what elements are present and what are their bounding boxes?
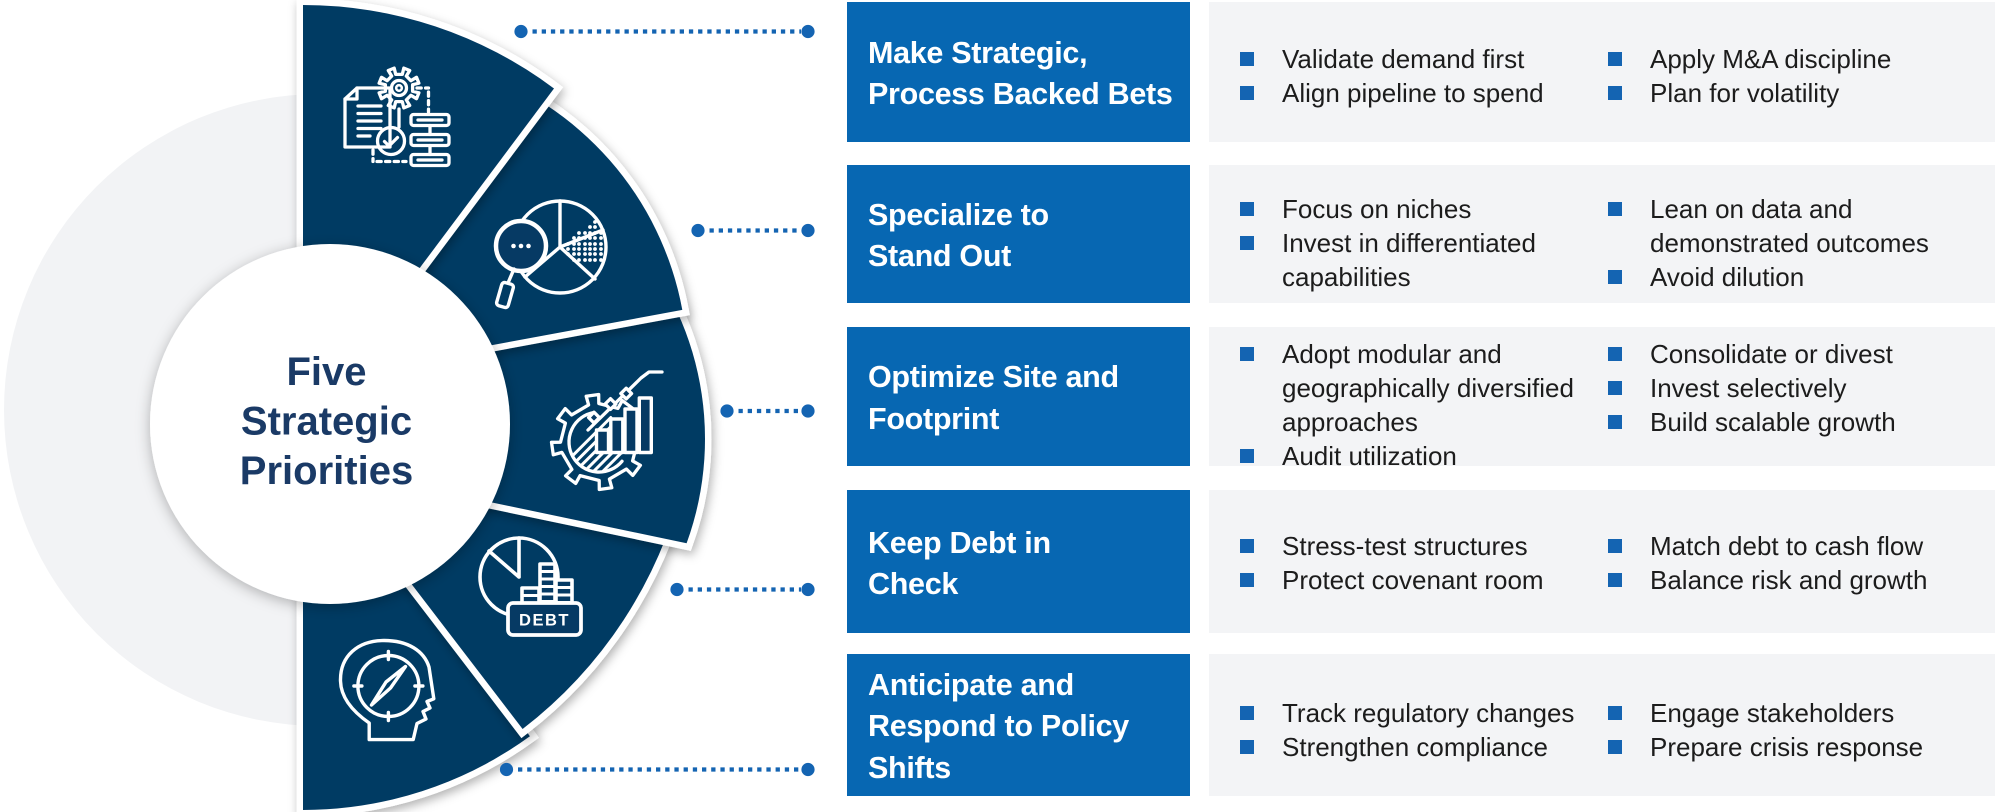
svg-text:Five: Five xyxy=(286,350,366,394)
svg-text:DEBT: DEBT xyxy=(519,612,570,630)
svg-text:Priorities: Priorities xyxy=(240,449,413,493)
svg-text:Strategic: Strategic xyxy=(241,400,412,444)
